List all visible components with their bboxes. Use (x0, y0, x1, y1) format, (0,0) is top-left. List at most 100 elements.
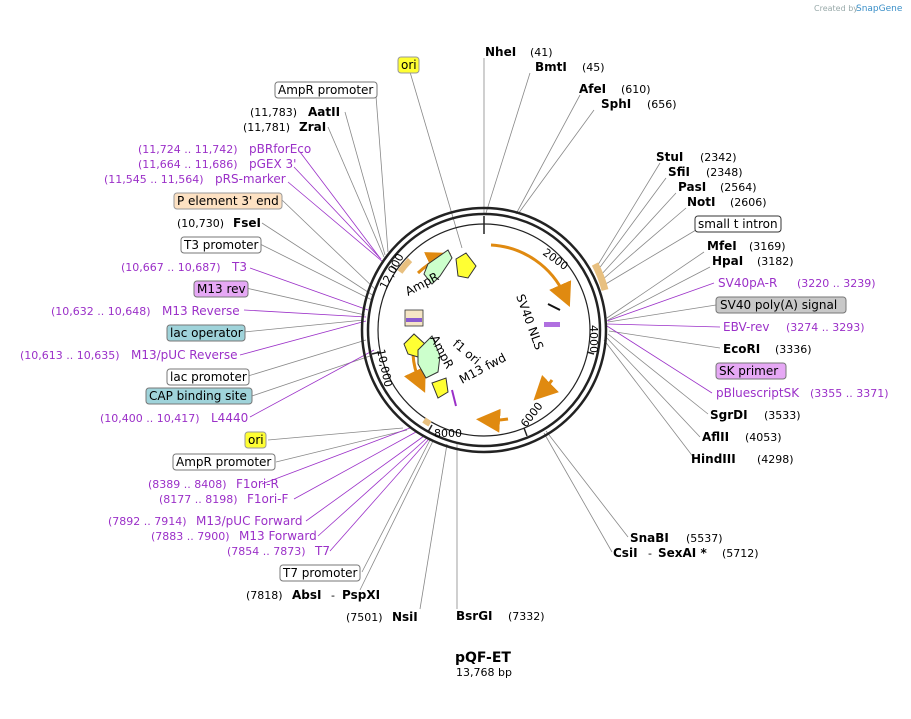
enzyme-absi-sep: - (331, 589, 335, 602)
ori-arrow-upper (455, 252, 477, 279)
box-small-t-intron-label[interactable]: small t intron (698, 217, 778, 231)
backbone-outer-ring (360, 206, 608, 454)
lac-operator-block (406, 318, 422, 322)
enzyme-ecori[interactable]: EcoRI (723, 342, 760, 356)
enzyme-aflii[interactable]: AflII (702, 430, 729, 444)
backbone-inner-ring (366, 212, 602, 448)
enzyme-pasi[interactable]: PasI (678, 180, 706, 194)
enzyme-pspxi[interactable]: PspXI (342, 588, 380, 602)
enzyme-sgrdi-pos: (3533) (764, 409, 801, 422)
enzyme-csii-pos: (5712) (722, 547, 759, 560)
m13-fwd-mark (451, 389, 457, 407)
primer-pgex3[interactable]: pGEX 3' (249, 157, 296, 171)
enzyme-nhei[interactable]: NheI (485, 45, 516, 59)
enzyme-zrai[interactable]: ZraI (299, 120, 326, 134)
primer-leader-lines (239, 151, 721, 552)
box-cap-site (145, 387, 253, 405)
sv40-nls-label: SV40 NLS (513, 292, 546, 351)
enzyme-fsei[interactable]: FseI (233, 216, 261, 230)
box-lac-promoter-label[interactable]: lac promoter (170, 370, 247, 384)
enzyme-aflii-pos: (4053) (745, 431, 782, 444)
primer-f1ori-f[interactable]: F1ori-F (247, 492, 288, 506)
primer-m13puc-reverse[interactable]: M13/pUC Reverse (131, 348, 238, 362)
watermark-prefix: Created by (814, 4, 858, 13)
enzyme-noti[interactable]: NotI (687, 195, 716, 209)
box-m13-rev-label[interactable]: M13 rev (197, 282, 246, 296)
ampr-arrow-lower (417, 335, 441, 379)
box-sk-primer (715, 362, 787, 380)
enzyme-hpai[interactable]: HpaI (712, 254, 743, 268)
box-t3-promoter-label[interactable]: T3 promoter (183, 238, 259, 252)
enzyme-nsii-pos: (7501) (346, 611, 383, 624)
ori-band-top (397, 257, 413, 274)
box-cap-site-label[interactable]: CAP binding site (149, 389, 247, 403)
enzyme-ecori-pos: (3336) (775, 343, 812, 356)
primer-m13-forward[interactable]: M13 Forward (239, 529, 317, 543)
tick-4000: 4000 (587, 325, 600, 353)
box-t3-promoter (180, 236, 262, 254)
primer-ebv-rev-range: (3274 .. 3293) (786, 321, 865, 334)
enzyme-absi[interactable]: AbsI (292, 588, 321, 602)
enzyme-bmti-pos: (45) (582, 61, 605, 74)
enzyme-noti-pos: (2606) (730, 196, 767, 209)
box-ori-top-label[interactable]: ori (401, 58, 417, 72)
box-ampr-promoter-top-label[interactable]: AmpR promoter (278, 83, 373, 97)
watermark-brand: SnapGene (856, 4, 903, 14)
enzyme-aatii-pos: (11,783) (250, 106, 297, 119)
enzyme-nsii[interactable]: NsiI (392, 610, 418, 624)
enzyme-sfii-pos: (2348) (706, 166, 743, 179)
enzyme-aatii[interactable]: AatII (308, 105, 340, 119)
primer-pbluescriptsk[interactable]: pBluescriptSK (716, 386, 800, 400)
enzyme-sphi[interactable]: SphI (601, 97, 631, 111)
primer-pbluescriptsk-range: (3355 .. 3371) (810, 387, 889, 400)
tick-marks (371, 216, 595, 437)
primer-f1ori-r[interactable]: F1ori-R (236, 477, 279, 491)
enzyme-sphi-pos: (656) (647, 98, 677, 111)
enzyme-sgrdi[interactable]: SgrDI (710, 408, 748, 422)
enzyme-afei-pos: (610) (621, 83, 651, 96)
box-lac-operator-label[interactable]: lac operator (170, 326, 243, 340)
enzyme-bsrgi[interactable]: BsrGI (456, 609, 493, 623)
primer-prs-marker[interactable]: pRS-marker (215, 172, 286, 186)
box-ori-bottom-label[interactable]: ori (248, 433, 264, 447)
primer-t7[interactable]: T7 (314, 544, 330, 558)
primer-m13-reverse[interactable]: M13 Reverse (162, 304, 240, 318)
enzyme-bmti[interactable]: BmtI (535, 60, 567, 74)
enzyme-sfii[interactable]: SfiI (668, 165, 690, 179)
enzyme-nhei-pos: (41) (530, 46, 553, 59)
enzyme-stui-pos: (2342) (700, 151, 737, 164)
primer-t3-range: (10,667 .. 10,687) (121, 261, 221, 274)
enzyme-stui[interactable]: StuI (656, 150, 683, 164)
box-t7-promoter (279, 564, 361, 582)
primer-pbrforeco[interactable]: pBRforEco (249, 142, 311, 156)
leader-lines (243, 58, 721, 610)
enzyme-zrai-pos: (11,781) (243, 121, 290, 134)
primer-ebv-rev[interactable]: EBV-rev (723, 320, 769, 334)
box-small-t-intron (694, 215, 782, 233)
primer-l4440-range: (10,400 .. 10,417) (100, 412, 200, 425)
primer-sv40pa-r[interactable]: SV40pA-R (718, 276, 777, 290)
box-ampr-promoter-top (274, 81, 378, 99)
box-p-element-label[interactable]: P element 3' end (177, 194, 279, 208)
enzyme-sexai[interactable]: SexAI * (658, 546, 707, 560)
primer-prs-marker-range: (11,545 .. 11,564) (104, 173, 204, 186)
enzyme-csii[interactable]: CsiI (613, 546, 638, 560)
primer-t3[interactable]: T3 (231, 260, 247, 274)
primer-f1ori-r-range: (8389 .. 8408) (148, 478, 227, 491)
box-t7-promoter-label[interactable]: T7 promoter (282, 566, 358, 580)
box-ori-top (397, 56, 420, 74)
box-sv40-polya-label[interactable]: SV40 poly(A) signal (720, 298, 837, 312)
box-p-element (173, 192, 283, 210)
enzyme-mfei[interactable]: MfeI (707, 239, 737, 253)
box-ampr-promoter-bottom-label[interactable]: AmpR promoter (176, 455, 271, 469)
primer-l4440[interactable]: L4440 (211, 411, 248, 425)
primer-m13puc-forward-range: (7892 .. 7914) (108, 515, 187, 528)
enzyme-afei[interactable]: AfeI (579, 82, 606, 96)
primer-m13-forward-range: (7883 .. 7900) (151, 530, 230, 543)
primer-site-block (544, 322, 560, 327)
enzyme-hindiii[interactable]: HindIII (691, 452, 736, 466)
primer-m13puc-forward[interactable]: M13/pUC Forward (196, 514, 303, 528)
enzyme-snabi[interactable]: SnaBI (630, 531, 669, 545)
box-sk-primer-label[interactable]: SK primer (719, 364, 778, 378)
enzyme-fsei-pos: (10,730) (177, 217, 224, 230)
